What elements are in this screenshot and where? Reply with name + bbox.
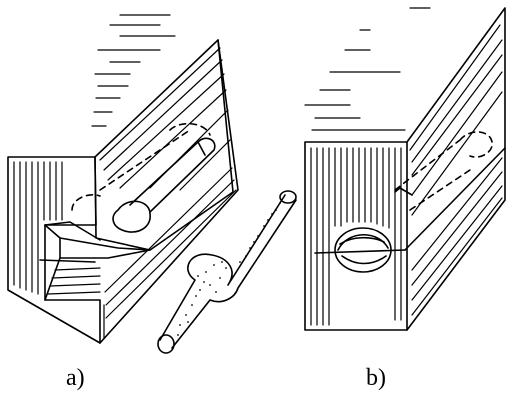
block-a-top-hatching — [92, 15, 175, 126]
electrode-stipple — [177, 202, 281, 336]
block-b-right-hatching — [410, 25, 502, 315]
block-a-front-face — [8, 157, 100, 343]
block-b-right-face — [407, 8, 505, 330]
electrode-rod-end — [158, 335, 174, 353]
block-b-top-hatching — [305, 8, 430, 130]
block-a — [8, 40, 238, 343]
block-b-front-hatching — [311, 148, 401, 325]
block-a-hidden-lines — [72, 124, 210, 210]
block-a-bulb-recess — [113, 201, 150, 232]
block-a-groove-hatching — [48, 268, 100, 294]
block-a-groove — [45, 225, 150, 300]
electrode-rod-tip — [280, 191, 296, 203]
block-a-right-face — [100, 40, 238, 343]
block-a-front-hatching — [14, 162, 104, 338]
electrode-rod — [158, 191, 296, 353]
caption-a: a) — [66, 365, 85, 391]
block-b-parting-line — [315, 250, 405, 253]
block-b — [304, 8, 505, 331]
block-b-front-face — [304, 141, 408, 331]
block-b-ball-cavity — [335, 228, 391, 272]
block-a-right-hatching — [100, 48, 236, 318]
caption-b: b) — [366, 365, 386, 391]
